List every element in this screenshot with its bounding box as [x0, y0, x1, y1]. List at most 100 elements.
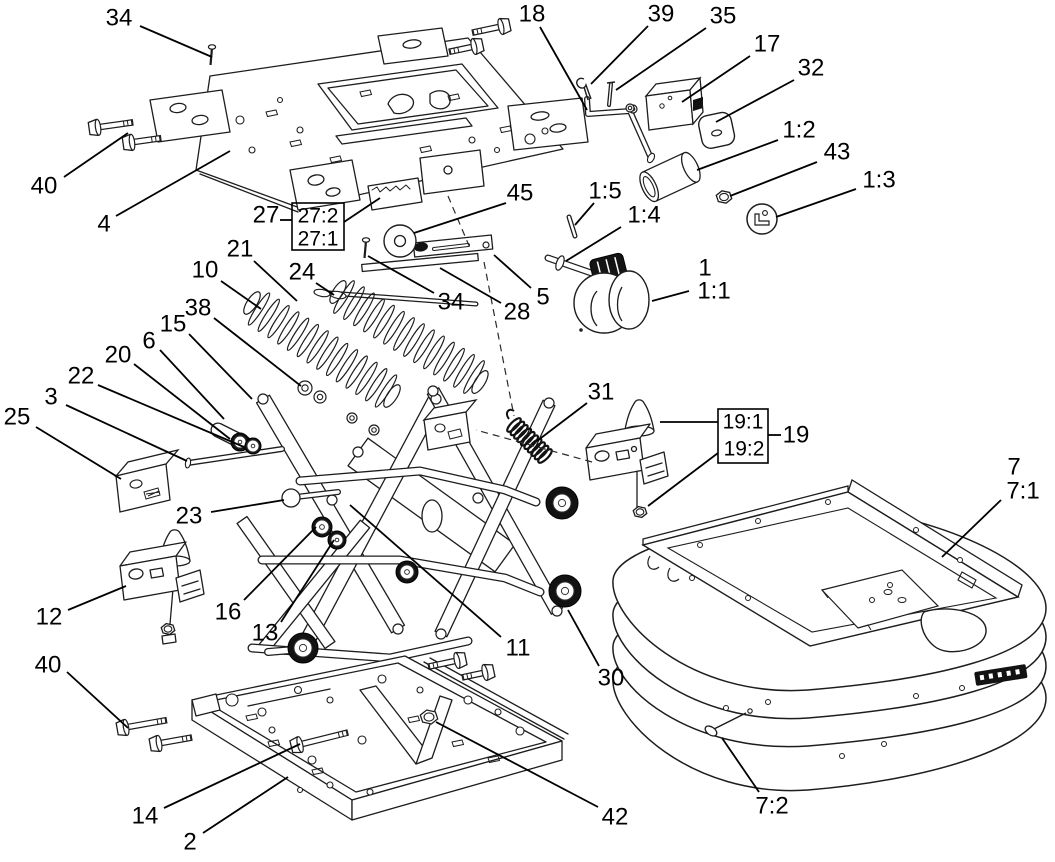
- label-group-box-27: [291, 202, 345, 251]
- leader-12: [67, 585, 127, 611]
- part-label-28: 28: [504, 299, 531, 326]
- part-label-34-mid: 34: [438, 289, 465, 316]
- part-label-1-1: 1:1: [697, 278, 730, 305]
- part-label-20: 20: [105, 342, 132, 369]
- part-drawing-seat-cushion: [612, 479, 1047, 792]
- part-label-1-5: 1:5: [588, 178, 621, 205]
- part-label-6: 6: [142, 328, 155, 355]
- leader-2: [202, 776, 289, 834]
- part-drawing-adjuster-lever: [361, 224, 494, 273]
- leader-40-bottom: [66, 671, 129, 729]
- part-label-25: 25: [4, 404, 31, 431]
- part-drawing-latch-spring: [505, 408, 553, 464]
- leader-1-5: [574, 202, 595, 226]
- label-group-box-19: [717, 408, 769, 464]
- part-label-23: 23: [176, 503, 203, 530]
- alignment-dashed-lines: [447, 195, 593, 463]
- part-label-21: 21: [227, 236, 254, 263]
- part-drawing-bumper-bracket-left: [119, 529, 205, 645]
- leader-34-top: [139, 25, 213, 58]
- part-label-27: 27: [253, 202, 280, 229]
- leader-4: [115, 150, 231, 217]
- leader-15: [188, 333, 253, 400]
- part-label-45: 45: [507, 180, 534, 207]
- leader-6: [159, 349, 225, 420]
- leader-1-1: [651, 290, 690, 302]
- part-label-14: 14: [132, 803, 159, 830]
- leader-21: [253, 260, 298, 302]
- leader-3: [65, 404, 188, 462]
- leader-32: [715, 79, 795, 123]
- part-label-19: 19: [783, 422, 810, 449]
- leader-13: [280, 539, 335, 623]
- part-label-1-4: 1:4: [627, 202, 660, 229]
- part-label-11: 11: [506, 635, 531, 662]
- leader-16: [243, 526, 317, 601]
- part-drawing-bumper-bracket-right: [585, 399, 669, 508]
- part-label-5: 5: [536, 284, 549, 311]
- part-label-10: 10: [192, 257, 219, 284]
- part-label-19-1: 19:1: [723, 411, 764, 434]
- part-label-18: 18: [519, 1, 546, 28]
- part-label-1-2: 1:2: [782, 117, 815, 144]
- leader-25: [35, 426, 122, 480]
- leader-45: [413, 202, 507, 234]
- part-label-2: 2: [183, 829, 196, 856]
- leader-30: [567, 609, 600, 667]
- part-drawing-upper-plate: [149, 27, 589, 213]
- part-label-1: 1: [698, 255, 711, 282]
- part-label-24: 24: [289, 259, 316, 286]
- leader-31: [536, 402, 588, 442]
- part-label-40-top: 40: [31, 173, 58, 200]
- leader-1-3: [775, 188, 857, 218]
- leader-34-mid: [367, 255, 435, 294]
- part-label-27-1: 27:1: [298, 228, 339, 251]
- part-label-27-2: 27:2: [298, 205, 339, 228]
- leader-28: [439, 267, 502, 304]
- leader-35: [615, 27, 707, 91]
- part-label-43: 43: [824, 139, 851, 166]
- part-drawing-suspension-springs: [243, 280, 489, 408]
- part-label-30: 30: [598, 665, 625, 692]
- leader-box-27: [343, 197, 381, 223]
- part-label-15: 15: [160, 311, 187, 338]
- leader-5: [493, 254, 532, 289]
- part-label-17: 17: [754, 31, 781, 58]
- leader-19-2: [647, 452, 719, 507]
- leader-7-2: [721, 737, 760, 793]
- part-label-3: 3: [44, 384, 57, 411]
- leader-38: [213, 317, 302, 387]
- part-drawing-adjust-knob: [544, 214, 650, 334]
- leader-11: [349, 504, 502, 638]
- leader-1-2: [696, 139, 779, 171]
- leader-17: [681, 55, 751, 103]
- part-drawing-handle-rod: [576, 76, 778, 235]
- part-label-38: 38: [185, 295, 212, 322]
- leader-42: [435, 721, 599, 808]
- part-label-4: 4: [97, 211, 110, 238]
- part-label-39: 39: [648, 1, 675, 28]
- part-label-13: 13: [252, 620, 279, 647]
- leader-14: [163, 743, 301, 809]
- leader-22: [97, 384, 245, 448]
- leader-1-4: [565, 226, 622, 262]
- part-label-1-3: 1:3: [862, 167, 895, 194]
- leader-18: [539, 26, 588, 111]
- part-label-22: 22: [68, 363, 95, 390]
- part-label-7: 7: [1007, 454, 1020, 481]
- part-label-12: 12: [36, 604, 63, 631]
- part-label-35: 35: [710, 3, 737, 30]
- part-label-19-2: 19:2: [724, 438, 765, 461]
- part-label-7-2: 7:2: [755, 793, 788, 820]
- leader-39: [590, 25, 649, 85]
- leader-43: [729, 161, 818, 197]
- leader-23: [210, 499, 285, 513]
- part-label-34-top: 34: [106, 5, 133, 32]
- leader-7-1: [941, 499, 1002, 558]
- leader-24: [315, 282, 335, 296]
- hardware-fasteners: [87, 17, 733, 796]
- part-label-40-bottom: 40: [35, 652, 62, 679]
